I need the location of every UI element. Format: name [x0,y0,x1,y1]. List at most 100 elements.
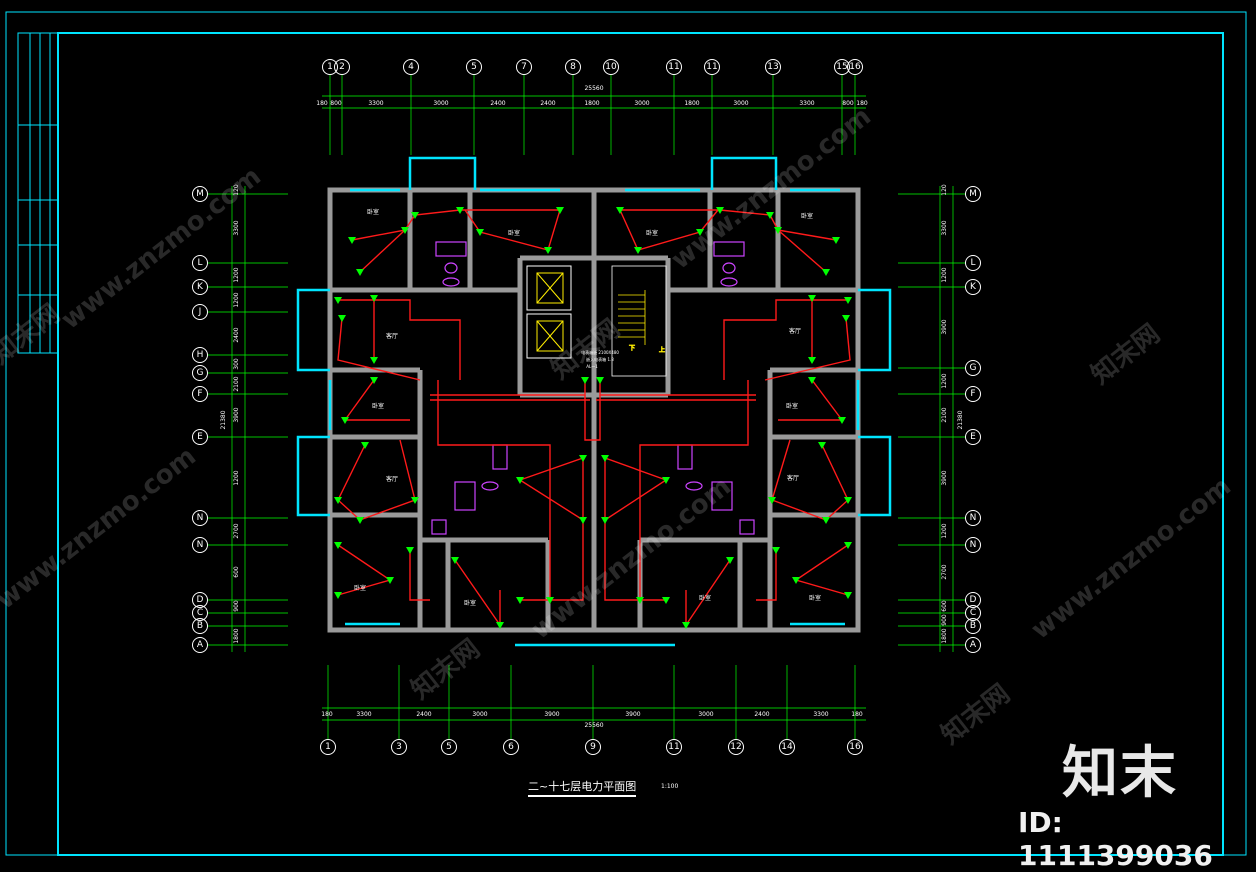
axis-bubble-bottom: 12 [728,739,744,755]
axis-bubble-top: 15 [834,59,850,75]
axis-bubble-right-label: A [970,640,977,650]
axis-bubble-top: 13 [765,59,781,75]
dimension-value: 2700 [233,523,240,538]
dimension-value: 1200 [233,267,240,282]
bathroom-fixtures [431,241,755,535]
watermarks: www.znzmo.com 知末网 www.znzmo.com 知末网 www.… [0,102,1237,751]
axis-bubble-right-label: D [970,595,977,605]
watermark-text: www.znzmo.com [56,162,267,336]
dimension-value: 3000 [698,711,713,718]
axis-bubble-left-label: M [196,189,204,199]
outlet-icon [579,455,587,462]
note: 电表箱嵌 2100X480 [581,349,619,355]
room-label: 卧室 [354,584,366,592]
dimension-value: 180 [856,100,868,107]
outlet-icon [822,269,830,276]
axis-bubble-left-label: N [197,540,204,550]
dimension-value: 1200 [941,267,948,282]
watermark-text: 知末网 [0,299,66,371]
axis-bubble-top-label: 16 [849,62,861,72]
dimension-value: 120 [233,184,240,196]
axis-bubble-left: K [192,279,208,295]
watermark-text: 知末网 [936,679,1016,751]
outlet-icon [682,622,690,629]
outlet-icon [662,597,670,604]
axis-bubble-right-label: F [970,389,975,399]
watermark-text: www.znzmo.com [1026,472,1237,646]
room-label: 客厅 [386,332,398,340]
outlet-icon [341,417,349,424]
axis-bubble-bottom-label: 1 [325,742,331,752]
outlet-icon [334,297,342,304]
axis-bubble-right-label: G [970,363,977,373]
axis-bubble-left-label: F [197,389,202,399]
outlet-icon [356,517,364,524]
axis-bubble-top: 11 [704,59,720,75]
axis-bubble-bottom: 14 [779,739,795,755]
outlet-icon [832,237,840,244]
axis-bubble-top-label: 8 [570,62,576,72]
dimension-value: 3300 [813,711,828,718]
outlet-icon [616,207,624,214]
axis-bubble-left: J [192,304,208,320]
axis-bubble-bottom: 1 [320,739,336,755]
total-dimension-right: 21380 [957,410,964,429]
axis-bubble-left-label: C [197,608,203,618]
axis-bubble-bottom: 3 [391,739,407,755]
outlet-icon [844,592,852,599]
axis-bubble-left-label: E [197,432,203,442]
total-dimension-bottom: 25560 [584,722,603,729]
axis-bubble-left-label: H [197,350,204,360]
dimension-value: 3000 [733,100,748,107]
outlet-icon [556,207,564,214]
room-label: 卧室 [699,594,711,602]
axis-bubble-bottom-label: 14 [781,742,793,752]
outlet-icon [838,417,846,424]
axis-bubble-top-label: 2 [339,62,345,72]
room-label: 卧室 [809,594,821,602]
outlet-icon [662,477,670,484]
axis-bubble-top: 4 [403,59,419,75]
outlet-icon [516,477,524,484]
dimension-value: 1800 [233,628,240,643]
axis-bubble-left: G [192,365,208,381]
axis-bubble-bottom: 5 [441,739,457,755]
room-label: 卧室 [508,229,520,237]
axis-bubble-left-label: N [197,513,204,523]
outlet-icon [370,377,378,384]
dimension-value: 900 [941,614,948,626]
axis-bubble-right: A [965,637,981,653]
outlet-icon [774,227,782,234]
dimension-value: 3000 [433,100,448,107]
outlet-icon [634,247,642,254]
watermark-text: www.znzmo.com [526,472,737,646]
axis-bubble-top-label: 11 [706,62,717,72]
note: AL～1 [586,364,598,369]
dimension-value: 1200 [941,373,948,388]
axis-bubble-right-label: N [970,540,977,550]
dimension-value: 600 [233,566,240,578]
axis-bubble-right: N [965,537,981,553]
outlet-icon [601,517,609,524]
room-label: 卧室 [367,208,379,216]
dimension-value: 2100 [941,407,948,422]
axis-bubble-top: 8 [565,59,581,75]
outlet-icon [361,442,369,449]
room-label: 卧室 [464,599,476,607]
dimension-value: 3300 [799,100,814,107]
axis-bubble-top: 10 [603,59,619,75]
windows [296,156,892,647]
dimension-value: 800 [330,100,342,107]
axis-bubble-right: M [965,186,981,202]
outlet-icon [338,315,346,322]
outer-frame [5,11,1247,856]
dimension-value: 3900 [941,470,948,485]
outlet-icon [696,229,704,236]
axis-bubble-bottom: 9 [585,739,601,755]
elevator-shafts [526,265,572,359]
outlet-icon [842,315,850,322]
axis-bubble-top-label: 4 [408,62,414,72]
axis-bubble-bottom-label: 3 [396,742,402,752]
dimension-value: 3900 [941,319,948,334]
